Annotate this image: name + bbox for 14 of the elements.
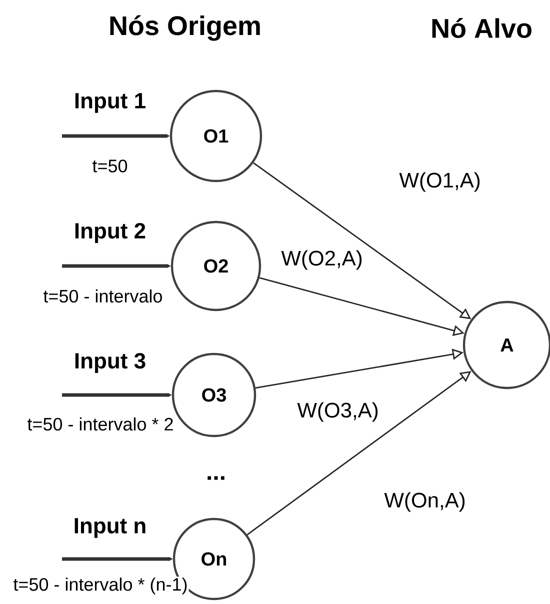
edge-label: Input n — [74, 518, 146, 538]
edge-label: W(O3,A) — [297, 402, 378, 422]
column-heading: Nó Alvo — [432, 18, 532, 38]
edge-label: W(O1,A) — [399, 172, 480, 192]
edge-label: W(On,A) — [384, 492, 465, 512]
time-label: t=50 - intervalo — [42, 288, 164, 304]
edge-label: W(O2,A) — [281, 250, 362, 270]
ellipsis: ... — [208, 476, 224, 480]
time-label: t=50 - intervalo * (n-1) — [12, 576, 189, 596]
time-label: t=50 — [91, 158, 129, 174]
edge-label: Input 3 — [75, 353, 146, 373]
column-heading: Nós Origem — [110, 15, 260, 41]
edge-label: Input 2 — [75, 223, 146, 243]
edge-label: Input 1 — [75, 93, 146, 113]
